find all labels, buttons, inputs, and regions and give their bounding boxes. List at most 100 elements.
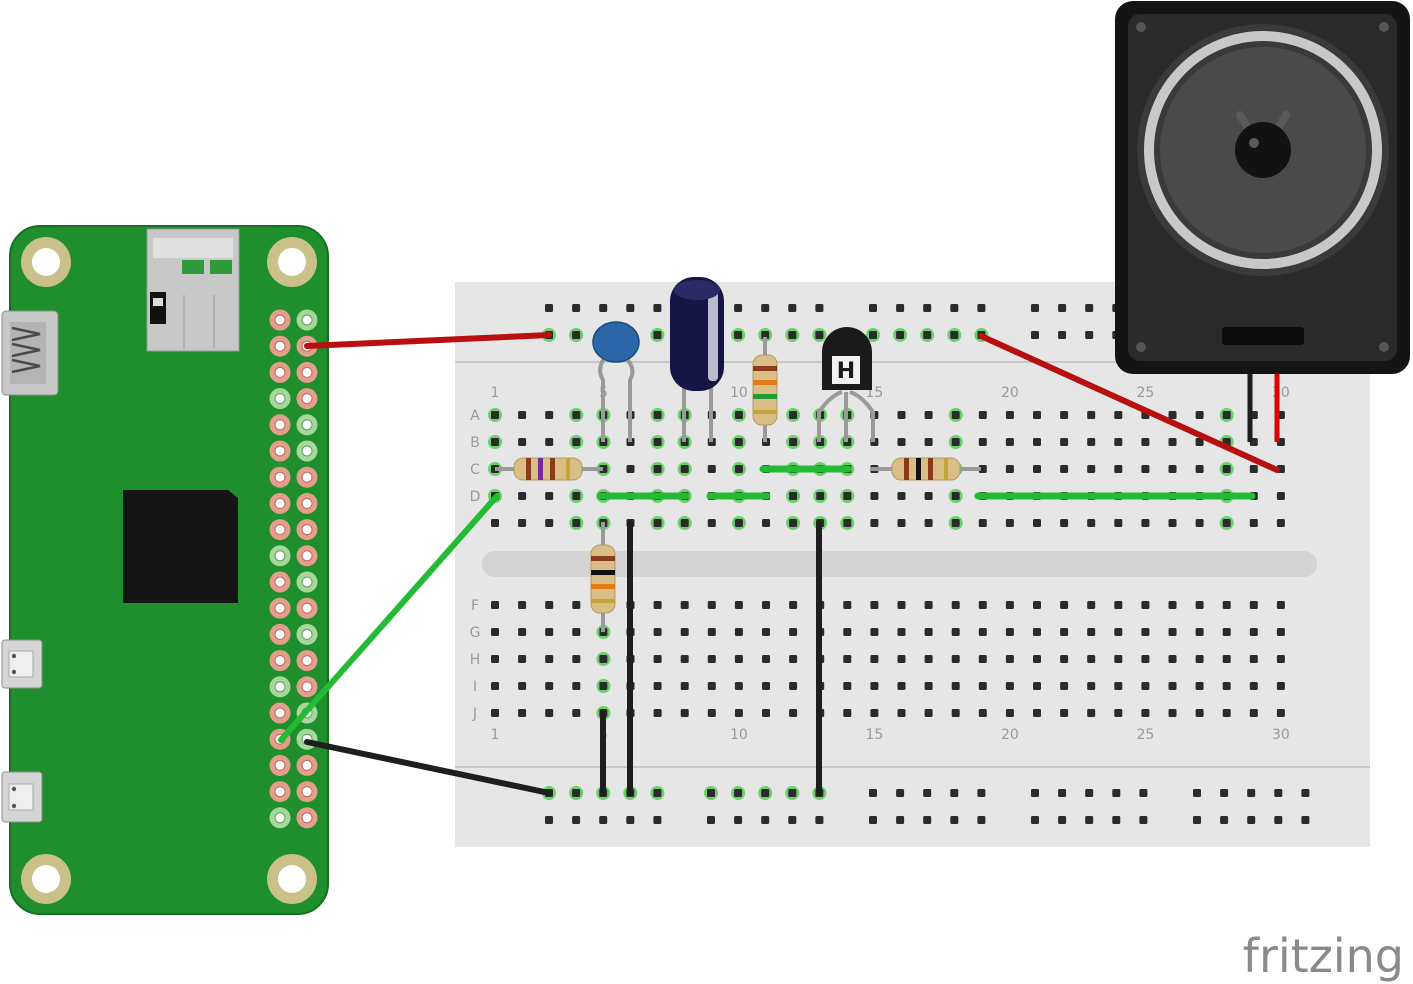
breadboard-hole [1168,709,1177,717]
breadboard-hole [731,328,746,342]
breadboard-hole [1195,682,1204,690]
breadboard-hole [1195,438,1204,446]
breadboard-hole [870,601,879,609]
breadboard-hole [1005,601,1014,609]
breadboard-hole [626,465,635,473]
breadboard-hole [1060,519,1069,527]
breadboard-hole [596,652,611,666]
breadboard-hole [1087,438,1096,446]
breadboard-hole [762,682,770,690]
gpio-pin [269,545,291,567]
breadboard-hole [978,628,987,636]
breadboard-hole [518,628,527,636]
breadboard-hole [677,516,692,530]
breadboard-hole [843,601,852,609]
breadboard-hole [788,304,797,312]
breadboard-hole [1195,601,1204,609]
breadboard-hole [1247,816,1256,824]
breadboard-hole [897,682,906,690]
breadboard-hole [734,816,743,824]
breadboard-hole [569,489,584,503]
breadboard-hole [897,438,906,446]
breadboard-hole [897,709,906,717]
breadboard-hole [924,682,933,690]
breadboard-hole [948,435,963,449]
breadboard-hole [896,304,905,312]
breadboard-hole [978,519,987,527]
breadboard-hole [978,601,987,609]
row-label: D [470,489,481,505]
breadboard-hole [1276,519,1285,527]
breadboard-hole [545,411,554,419]
breadboard-hole [1222,628,1231,636]
breadboard-hole [545,601,554,609]
breadboard-hole [789,655,798,663]
gpio-pin [296,388,318,410]
breadboard-hole [869,789,877,797]
column-label: 20 [1001,727,1019,743]
gpio-pin [296,440,318,462]
breadboard-hole [1220,789,1229,797]
breadboard-hole [1058,816,1067,824]
breadboard-hole [1087,519,1096,527]
breadboard-hole [650,328,665,342]
breadboard-hole [1060,411,1069,419]
breadboard-hole [843,682,852,690]
breadboard-hole [518,709,527,717]
breadboard-hole [1031,789,1039,797]
column-label: 10 [730,727,748,743]
breadboard-hole [1033,682,1041,690]
breadboard-hole [870,655,879,663]
gpio-pin [296,466,318,488]
breadboard-hole [518,601,527,609]
resistor-4 [590,522,616,632]
breadboard-hole [897,492,906,500]
mounting-hole [267,854,317,904]
breadboard-hole [1060,601,1069,609]
breadboard-hole [893,328,908,342]
speaker-screw [1379,342,1389,352]
gpio-pin [269,702,291,724]
gpio-pin [296,361,318,383]
breadboard-hole [1249,519,1258,527]
speaker-screw [1136,22,1146,32]
breadboard-hole [680,709,689,717]
breadboard-hole [785,786,800,800]
breadboard-hole [1005,682,1014,690]
resistor-2 [752,337,778,442]
breadboard-hole [1276,492,1285,500]
breadboard-hole [545,682,554,690]
row-label: H [470,652,481,668]
breadboard-hole [1193,789,1201,797]
breadboard-hole [762,519,770,527]
breadboard-hole [1219,462,1234,476]
breadboard-hole [569,408,584,422]
breadboard-hole [897,628,906,636]
breadboard-hole [653,655,662,663]
breadboard-hole [1222,682,1231,690]
breadboard-hole [950,789,959,797]
breadboard-hole [948,408,963,422]
breadboard-hole [897,411,906,419]
breadboard-hole [569,516,584,530]
breadboard-hole [731,786,746,800]
breadboard-hole [734,601,743,609]
npn-transistor: H [817,327,875,442]
breadboard-hole [626,304,635,312]
gpio-pin [269,781,291,803]
breadboard-hole [1114,411,1123,419]
breadboard-hole [1058,331,1067,339]
gpio-pin [269,466,291,488]
breadboard-hole [1301,789,1310,797]
breadboard-hole [1033,655,1041,663]
breadboard-hole [545,304,553,312]
breadboard-hole [1033,438,1041,446]
breadboard-hole [1114,655,1123,663]
breadboard-hole [1058,304,1067,312]
breadboard-hole [731,408,746,422]
breadboard-hole [785,328,800,342]
breadboard-hole [951,628,960,636]
breadboard-hole [947,328,962,342]
breadboard-hole [1058,789,1067,797]
